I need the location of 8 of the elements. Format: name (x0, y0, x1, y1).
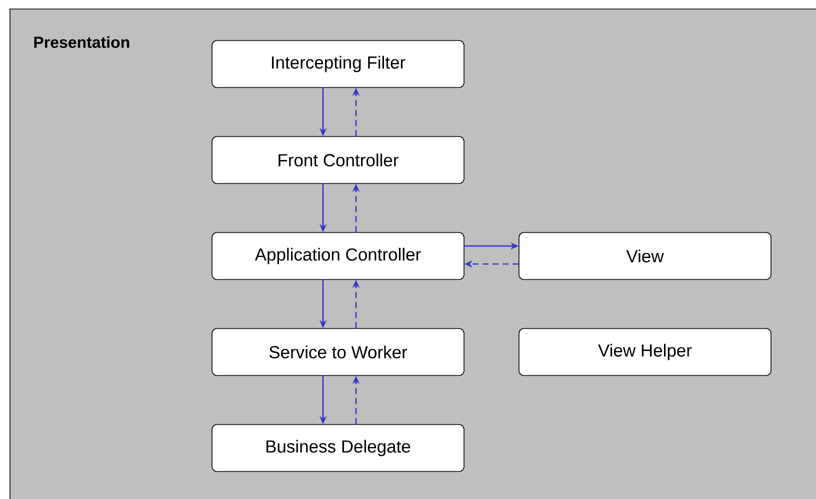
panel-title: Presentation (34, 36, 130, 48)
process-box: Business Delegate (212, 424, 464, 472)
process-box: Intercepting Filter (212, 40, 464, 88)
process-box: Service to Worker (212, 328, 464, 376)
process-box: Front Controller (212, 136, 464, 184)
process-box: Application Controller (212, 232, 464, 280)
process-box: View Helper (518, 328, 772, 376)
process-box: View (518, 232, 772, 280)
